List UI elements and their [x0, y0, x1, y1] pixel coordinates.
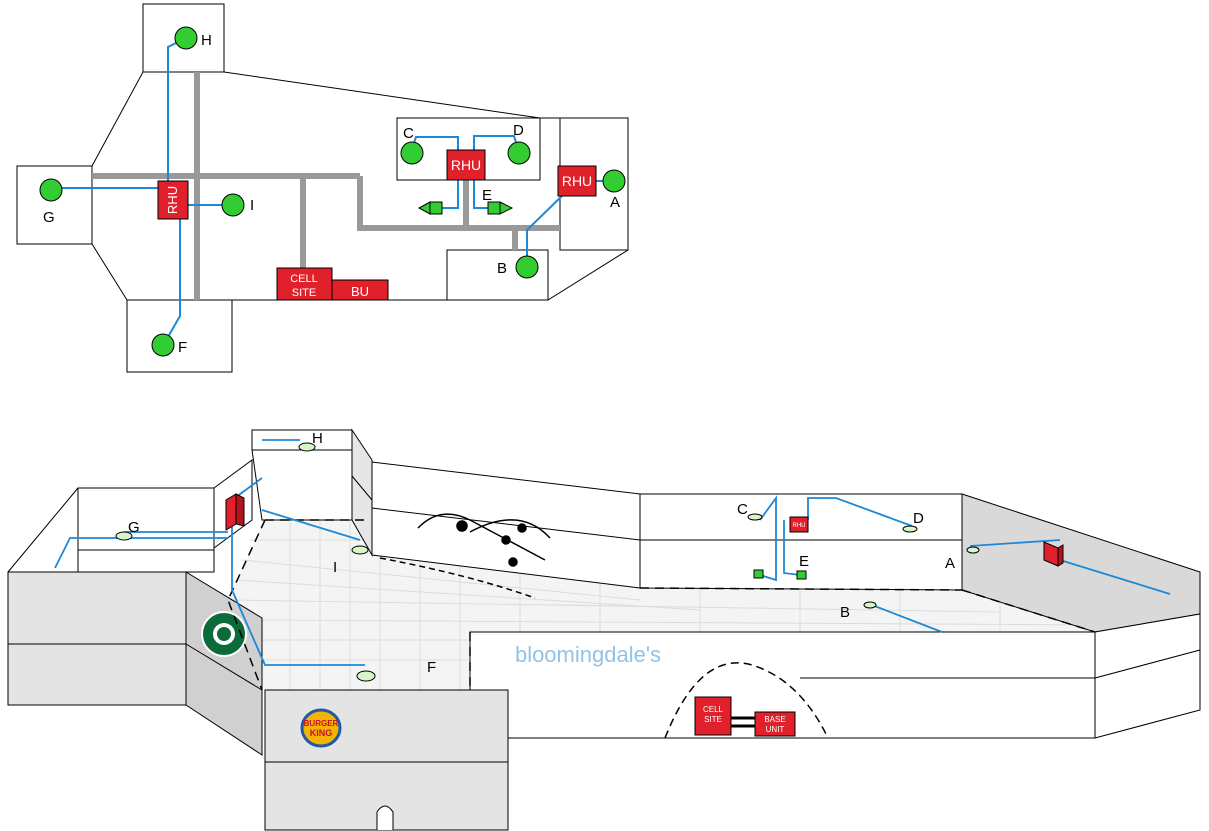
floor-boundaries: [227, 519, 1096, 691]
bloomingdales-sign: bloomingdale's: [515, 642, 661, 667]
antenna-i: [221, 193, 245, 217]
antenna-f: [151, 333, 175, 357]
label-i-3d: I: [333, 559, 337, 576]
antenna-f-3d: [356, 670, 376, 682]
rhu-3d-center: RHU: [789, 516, 809, 533]
rhu-left: RHU: [157, 180, 189, 220]
label-b: B: [497, 260, 507, 277]
antenna-c-3d: [747, 513, 763, 521]
label-d-3d: D: [913, 510, 924, 527]
block-front-right: [469, 613, 1201, 739]
svg-text:RHU: RHU: [165, 186, 180, 214]
mall-floor: [228, 520, 1095, 690]
label-f: F: [178, 339, 187, 356]
antenna-h: [174, 26, 198, 50]
svg-text:RHU: RHU: [793, 523, 806, 529]
perspective-view: BURGER KING bloomingdale's CELL SITE BAS…: [7, 428, 1201, 831]
corridors: [92, 72, 560, 300]
doorway: [376, 805, 394, 830]
antenna-d: [507, 141, 531, 165]
label-c-3d: C: [737, 501, 748, 518]
cell-site-floor: CELL SITE: [276, 267, 333, 301]
perspective-antennas: [115, 442, 980, 682]
antenna-e2-3d: [796, 570, 807, 580]
label-i: I: [250, 197, 254, 214]
antenna-b: [515, 255, 539, 279]
antenna-e-left: [417, 201, 443, 215]
antenna-e1-3d: [753, 569, 764, 579]
cell-site-niche: [664, 662, 829, 739]
antenna-i-3d: [351, 545, 369, 555]
label-g-3d: G: [128, 519, 140, 536]
label-b-3d: B: [840, 604, 850, 621]
svg-text:RHU: RHU: [451, 157, 481, 173]
svg-text:KING: KING: [310, 728, 333, 738]
antenna-a: [602, 169, 626, 193]
svg-text:SITE: SITE: [292, 287, 316, 299]
svg-text:CELL: CELL: [290, 273, 318, 285]
label-f-3d: F: [427, 659, 436, 676]
cell-site-box: CELL SITE: [694, 696, 732, 736]
svg-text:BASE: BASE: [764, 715, 785, 724]
rhu-center: RHU: [446, 149, 486, 181]
svg-text:SITE: SITE: [704, 715, 722, 724]
antenna-h-3d: [298, 442, 316, 452]
svg-text:BU: BU: [351, 284, 369, 299]
label-e: E: [482, 187, 492, 204]
rhu-3d-left: [225, 493, 245, 531]
label-a-3d: A: [945, 555, 955, 572]
wall-h-tower: [251, 429, 353, 521]
label-e-3d: E: [799, 553, 809, 570]
label-d: D: [513, 122, 524, 139]
base-unit-floor: BU: [331, 279, 389, 301]
antenna-e-right: [487, 201, 514, 215]
antenna-g-3d: [115, 531, 133, 541]
room-g: [16, 165, 93, 245]
svg-text:CELL: CELL: [703, 705, 724, 714]
label-h: H: [201, 32, 212, 49]
rhu-right: RHU: [557, 165, 597, 197]
antenna-g: [39, 178, 63, 202]
antenna-b-3d: [863, 601, 877, 609]
base-unit-box: BASE UNIT: [754, 711, 796, 737]
label-c: C: [403, 125, 414, 142]
label-h-3d: H: [312, 430, 323, 447]
burger-king-logo: BURGER KING: [300, 708, 342, 748]
label-g: G: [43, 209, 55, 226]
svg-text:UNIT: UNIT: [766, 725, 785, 734]
svg-text:RHU: RHU: [562, 173, 592, 189]
block-left-front: [7, 571, 187, 706]
antenna-d-3d: [902, 525, 918, 533]
starbucks-logo: [201, 611, 247, 657]
escalator-sketch: [379, 513, 551, 599]
label-a: A: [610, 194, 620, 211]
floor-plan: RHU RHU RHU CELL SITE BU H G I F C D E A…: [16, 3, 629, 373]
wall-left-back: [77, 487, 215, 573]
floor-antennas: [39, 26, 626, 357]
antenna-a-3d: [966, 546, 980, 554]
antenna-c: [400, 141, 424, 165]
svg-text:BURGER: BURGER: [304, 719, 339, 728]
rhu-3d-right: [1043, 541, 1064, 567]
